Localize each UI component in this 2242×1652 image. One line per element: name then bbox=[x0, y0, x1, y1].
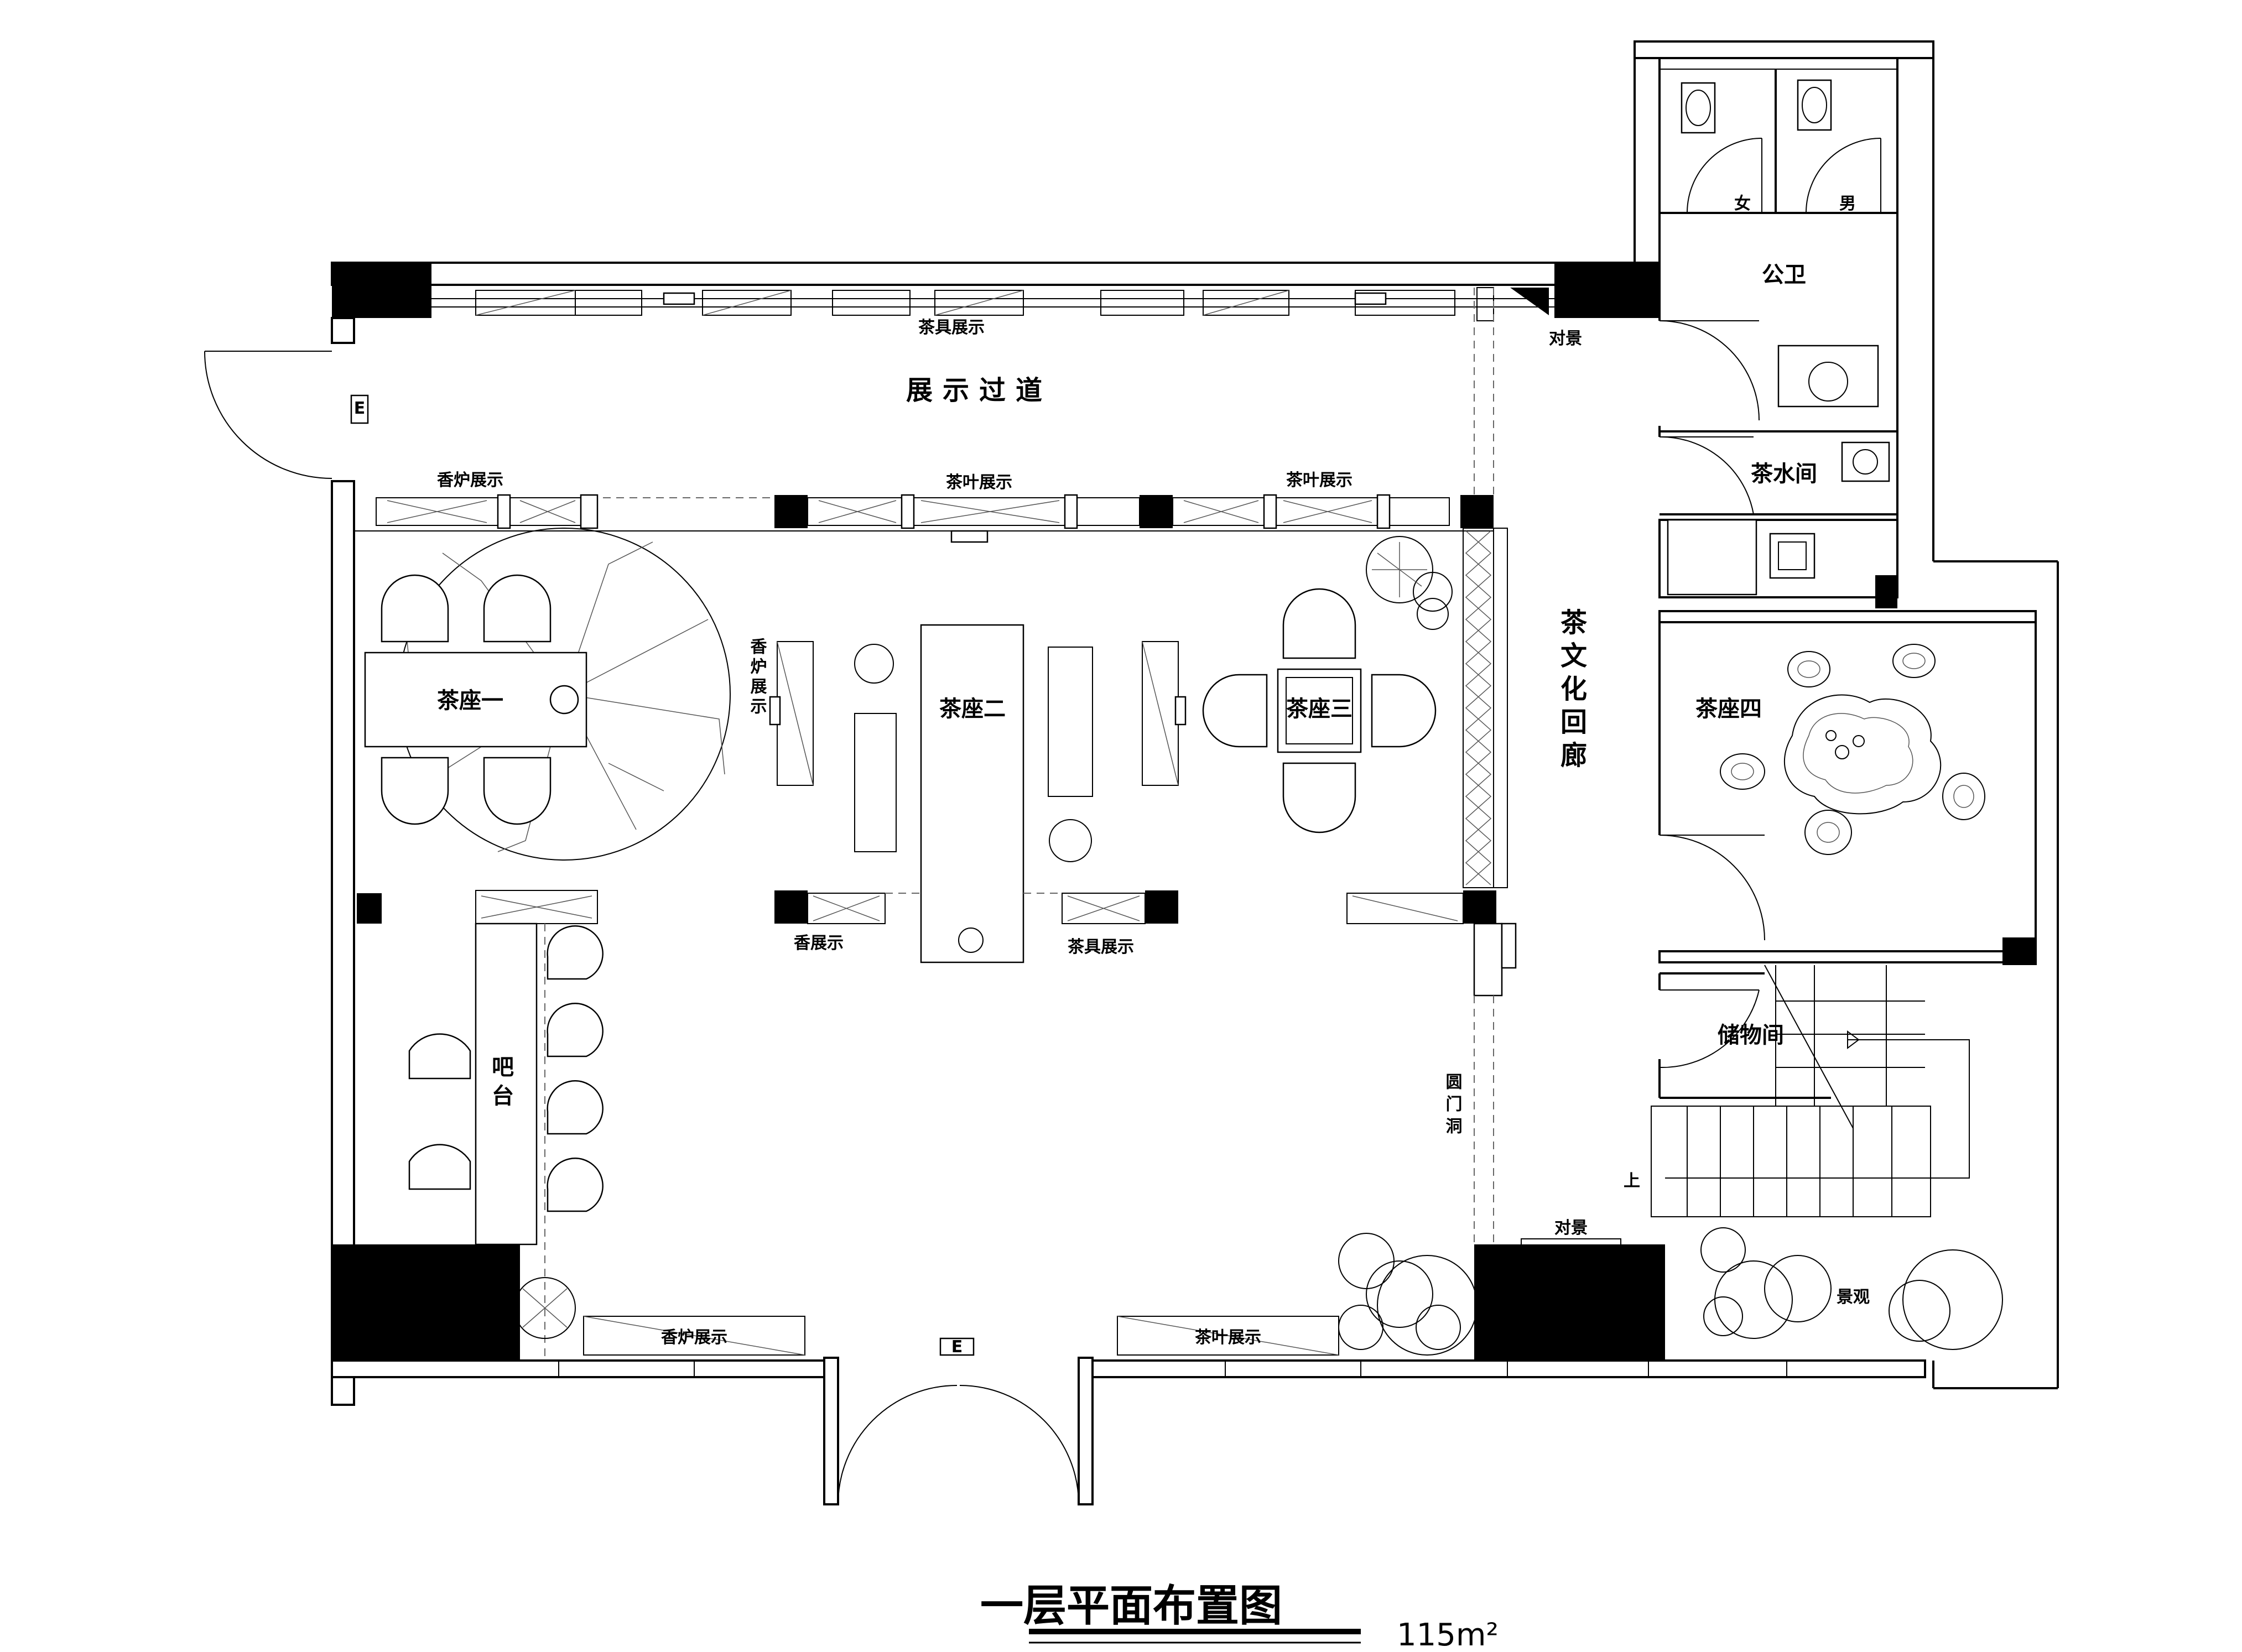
drawing-area: 115m² bbox=[1397, 1617, 1499, 1652]
bottom-displays bbox=[583, 1238, 1621, 1356]
exit-marker-main: E bbox=[951, 1337, 963, 1357]
label-teaware-bottom: 茶具展示 bbox=[1068, 937, 1134, 957]
landscape-trees-right bbox=[1700, 1227, 2003, 1350]
bottom-mid-rails bbox=[774, 890, 1178, 924]
room-seat-4: 茶座四 bbox=[1695, 696, 1762, 722]
label-stair-up: 上 bbox=[1624, 1171, 1640, 1191]
room-storage: 储物间 bbox=[1718, 1023, 1784, 1048]
label-opposite-bottom: 对景 bbox=[1554, 1218, 1588, 1238]
room-female: 女 bbox=[1734, 194, 1751, 213]
top-teaware-cabinets bbox=[475, 287, 1549, 321]
side-entrance-door: E bbox=[204, 351, 369, 479]
label-opposite-top: 对景 bbox=[1549, 329, 1582, 348]
room-public-wc: 公卫 bbox=[1762, 262, 1806, 288]
label-incense-burner-bottom: 香炉展示 bbox=[661, 1328, 727, 1347]
label-moon-gate: 圆门洞 bbox=[1443, 1073, 1463, 1139]
room-tea-room: 茶水间 bbox=[1751, 461, 1817, 487]
room-seat-2: 茶座二 bbox=[939, 696, 1006, 722]
tea-seat-4-rockery bbox=[1659, 644, 1985, 941]
label-tea-leaf-mid2: 茶叶展示 bbox=[1286, 471, 1353, 490]
drawing-title-block: 一层平面布置图 115m² bbox=[980, 1581, 1499, 1652]
tea-seat-1-furniture bbox=[364, 528, 731, 861]
tea-room-fixtures bbox=[1659, 436, 1890, 596]
mid-display-rails bbox=[354, 288, 1494, 543]
room-seat-1: 茶座一 bbox=[437, 688, 503, 713]
room-passage: 展示过道 bbox=[906, 375, 1052, 406]
label-tea-leaf-mid1: 茶叶展示 bbox=[946, 473, 1012, 492]
room-seat-3: 茶座三 bbox=[1286, 696, 1353, 722]
exit-marker-left: E bbox=[354, 399, 366, 418]
label-landscape: 景观 bbox=[1837, 1288, 1870, 1307]
landscape-trees-left bbox=[1338, 1233, 1478, 1356]
main-entrance-door: E bbox=[823, 1337, 1094, 1505]
room-corridor: 茶文化回廊 bbox=[1556, 608, 1587, 774]
label-incense-display: 香展示 bbox=[794, 934, 844, 953]
label-teaware-top: 茶具展示 bbox=[918, 318, 985, 337]
tea-seat-3-furniture bbox=[1202, 536, 1453, 833]
tea-seat-2-furniture bbox=[769, 624, 1187, 963]
bar-counter bbox=[357, 890, 604, 1361]
corridor-lattice-screen bbox=[1346, 528, 1517, 1244]
storage-and-stairs bbox=[1651, 965, 1970, 1217]
public-wc-fixtures bbox=[1659, 79, 1881, 421]
label-incense-burner-top: 香炉展示 bbox=[437, 471, 503, 490]
room-male: 男 bbox=[1839, 194, 1856, 213]
label-incense-burner-vertical: 香炉展示 bbox=[747, 638, 767, 717]
room-bar: 吧台 bbox=[488, 1055, 513, 1113]
drawing-title: 一层平面布置图 bbox=[980, 1581, 1282, 1631]
label-tea-leaf-bottom: 茶叶展示 bbox=[1195, 1328, 1261, 1347]
